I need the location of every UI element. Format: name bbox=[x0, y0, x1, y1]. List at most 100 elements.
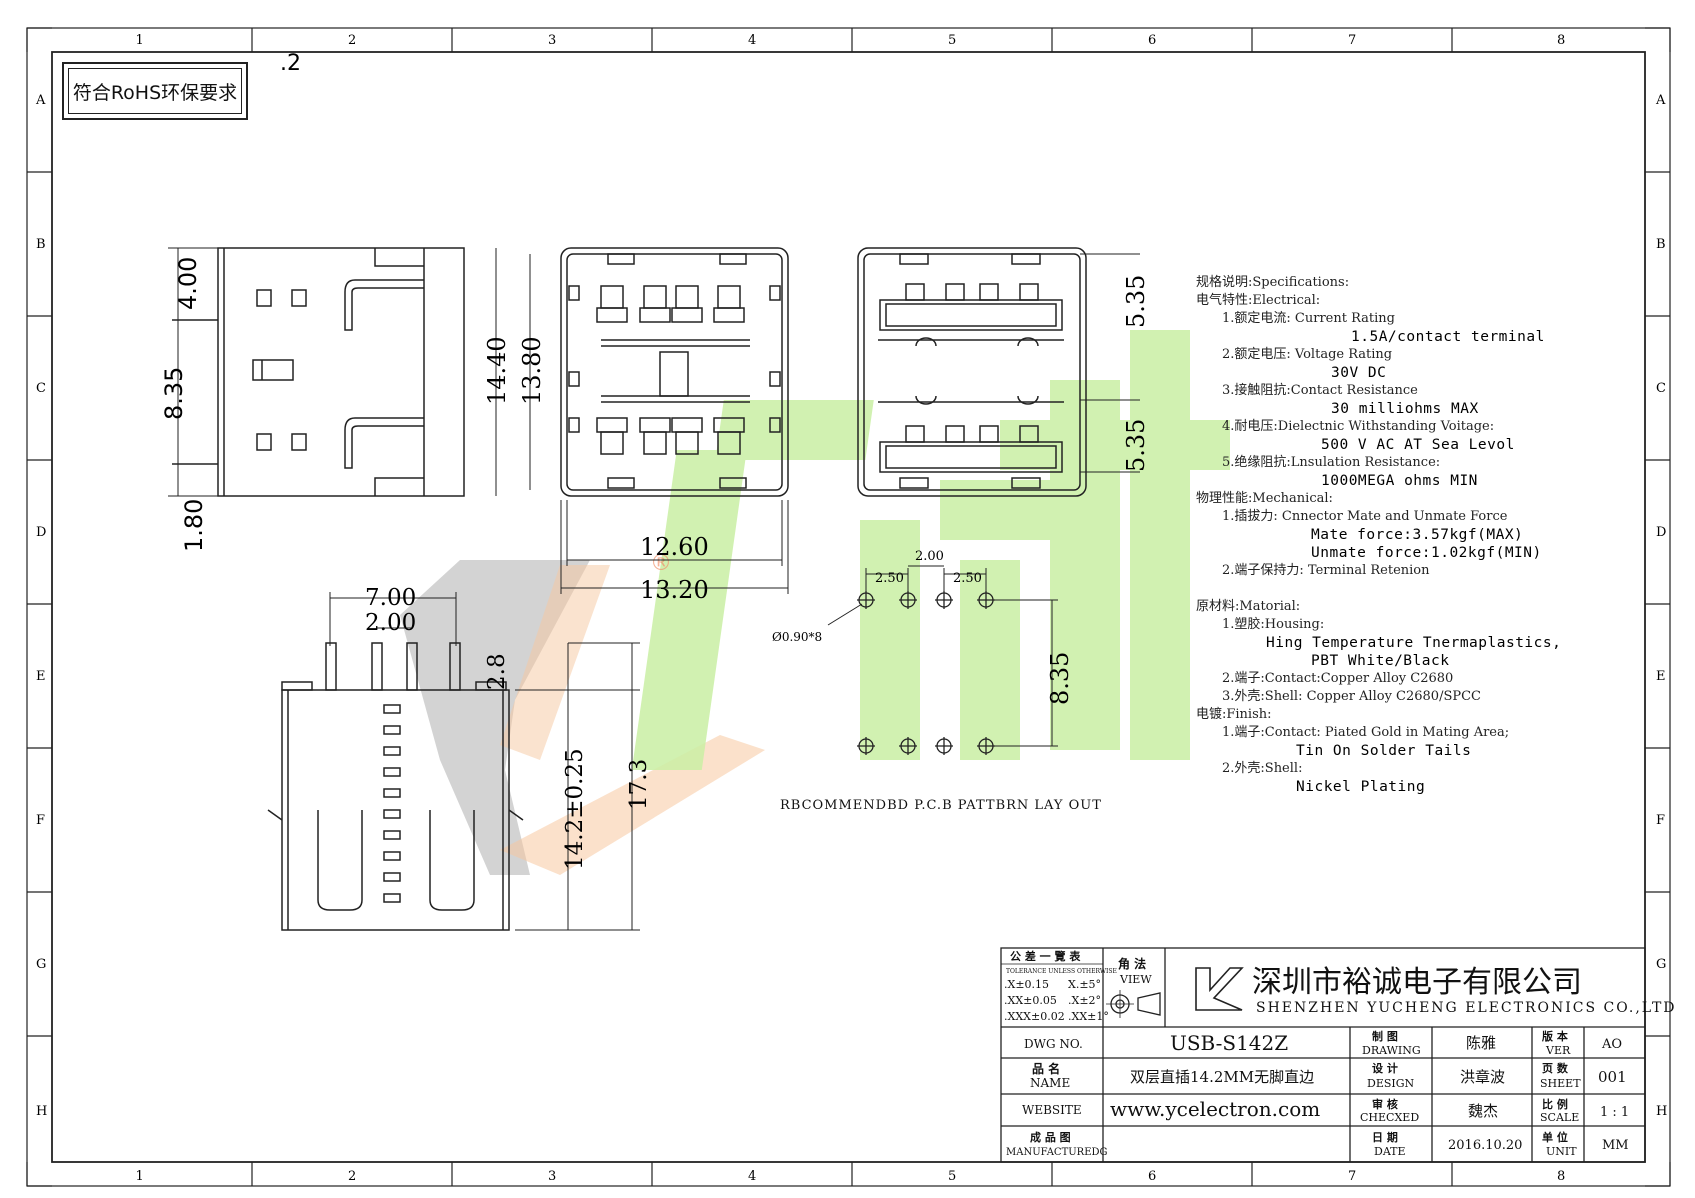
dim-front-h-outer: 14.40 bbox=[483, 336, 511, 405]
grid-col-label: 5 bbox=[948, 1169, 956, 1184]
grid-col-label: 6 bbox=[1148, 33, 1156, 48]
spec-line: 1.塑胶:Housing: bbox=[1222, 617, 1325, 632]
dim-bottom-pitch: 2.00 bbox=[365, 610, 416, 636]
grid-row-label: G bbox=[36, 957, 46, 972]
scale-en: SCALE bbox=[1540, 1111, 1579, 1124]
drawing-en: DRAWING bbox=[1362, 1044, 1421, 1057]
drawing-cn: 制 图 bbox=[1372, 1029, 1398, 1043]
dim-bottom-w: 7.00 bbox=[365, 585, 416, 611]
dim-bottom-body: 14.2±0.25 bbox=[562, 748, 588, 870]
rear-view bbox=[857, 247, 1140, 497]
date-cn: 日 期 bbox=[1372, 1130, 1398, 1144]
unit-value: MM bbox=[1602, 1138, 1629, 1153]
dim-pcb-c: 2.50 bbox=[953, 571, 982, 586]
spec-line: 原材料:Matorial: bbox=[1196, 599, 1301, 614]
grid-col-label: 8 bbox=[1557, 1169, 1565, 1184]
spec-line: 物理性能:Mechanical: bbox=[1196, 491, 1333, 506]
scale-cn: 比 例 bbox=[1542, 1097, 1568, 1111]
spec-line: 3.外壳:Shell: Copper Alloy C2680/SPCC bbox=[1222, 689, 1482, 704]
spec-line: 30V DC bbox=[1331, 365, 1387, 381]
grid-row-label: B bbox=[36, 237, 46, 252]
date-value: 2016.10.20 bbox=[1448, 1138, 1522, 1153]
tol-4: .X±2° bbox=[1068, 994, 1101, 1007]
spec-line bbox=[1196, 580, 1666, 598]
name-label-cn: 品 名 bbox=[1032, 1061, 1060, 1076]
tolerance-sub: TOLERANCE UNLESS OTHERWISE bbox=[1006, 968, 1117, 975]
pcb-caption: RBCOMMENDBD P.C.B PATTBRN LAY OUT bbox=[780, 798, 1102, 813]
spec-line: 30 milliohms MAX bbox=[1331, 401, 1479, 417]
dim-pcb-v: 8.35 bbox=[1046, 652, 1074, 705]
date-en: DATE bbox=[1374, 1145, 1406, 1158]
mfg-label-en: MANUFACTUREDG bbox=[1006, 1147, 1108, 1158]
tol-1: .X±0.15 bbox=[1004, 978, 1049, 991]
title-block bbox=[1000, 947, 1646, 1163]
spec-line: 2.外壳:Shell: bbox=[1222, 761, 1303, 776]
design-by: 洪章波 bbox=[1460, 1068, 1505, 1086]
dim-pcb-a: 2.50 bbox=[875, 571, 904, 586]
spec-line: 电气特性:Electrical: bbox=[1196, 293, 1321, 308]
grid-col-label: 6 bbox=[1148, 1169, 1156, 1184]
view-en: VIEW bbox=[1119, 973, 1152, 986]
dim-front-w-outer: 13.20 bbox=[640, 576, 709, 604]
company-en: SHENZHEN YUCHENG ELECTRONICS CO.,LTD bbox=[1256, 1000, 1677, 1016]
bottom-view bbox=[267, 642, 524, 931]
dim-side-top: 4.00 bbox=[174, 257, 202, 310]
tol-6: .XX±1° bbox=[1068, 1010, 1109, 1023]
grid-row-label: F bbox=[36, 813, 45, 828]
grid-row-label: B bbox=[1656, 237, 1666, 252]
grid-col-label: 7 bbox=[1348, 33, 1356, 48]
spec-line: Nickel Plating bbox=[1296, 779, 1426, 795]
spec-line: 1000MEGA ohms MIN bbox=[1321, 473, 1478, 489]
dwg-no-label: DWG NO. bbox=[1024, 1037, 1083, 1051]
product-name: 双层直插14.2MM无脚直边 bbox=[1130, 1068, 1314, 1086]
sheet-cn: 页 数 bbox=[1542, 1061, 1569, 1075]
grid-row-label: D bbox=[36, 525, 46, 540]
name-label-en: NAME bbox=[1030, 1076, 1070, 1090]
svg-text:®: ® bbox=[650, 551, 672, 576]
spec-line: 5.绝缘阻抗:Lnsulation Resistance: bbox=[1222, 455, 1441, 470]
website-label: WEBSITE bbox=[1022, 1103, 1082, 1117]
grid-row-label: G bbox=[1656, 957, 1666, 972]
dwg-no: USB-S142Z bbox=[1170, 1031, 1288, 1055]
dim-bottom-pin: 2.8 bbox=[484, 653, 510, 690]
pcb-layout: 2.50 2.00 2.50 Ø0.90*8 8.35 bbox=[772, 549, 1074, 755]
rohs-note-box: 符合RoHS环保要求 bbox=[62, 62, 248, 120]
view-cn: 角 法 bbox=[1118, 956, 1146, 971]
dim-side-pitch: 8.35 bbox=[160, 367, 188, 420]
grid-row-label: D bbox=[1656, 525, 1666, 540]
grid-row-label: E bbox=[1656, 669, 1666, 684]
pcb-hole-note: Ø0.90*8 bbox=[772, 630, 822, 644]
front-view-dims: 14.40 13.80 12.60 13.20 bbox=[483, 248, 789, 604]
spec-line: 2.端子保持力: Terminal Retenion bbox=[1222, 563, 1430, 578]
tol-3: .XX±0.05 bbox=[1004, 994, 1057, 1007]
unit-cn: 单 位 bbox=[1542, 1130, 1568, 1144]
grid-col-label: 2 bbox=[348, 33, 356, 48]
tol-2: X.±5° bbox=[1068, 978, 1101, 991]
grid-col-label: 8 bbox=[1557, 33, 1565, 48]
watermark-logo: ® bbox=[400, 330, 1230, 875]
sheet-grid bbox=[26, 27, 1671, 1187]
website: www.ycelectron.com bbox=[1110, 1097, 1320, 1121]
spec-line: 2.端子:Contact:Copper Alloy C2680 bbox=[1222, 671, 1454, 686]
drawing-by: 陈雅 bbox=[1466, 1034, 1496, 1052]
grid-col-label: 5 bbox=[948, 33, 956, 48]
spec-line: 1.额定电流: Current Rating bbox=[1222, 311, 1395, 326]
spec-line: Hing Temperature Tnermaplastics, bbox=[1266, 635, 1562, 651]
dim-pcb-b: 2.00 bbox=[915, 549, 944, 564]
grid-col-label: 3 bbox=[548, 33, 556, 48]
spec-line: 3.接触阻抗:Contact Resistance bbox=[1222, 383, 1418, 398]
grid-col-label: 7 bbox=[1348, 1169, 1356, 1184]
rear-view-dims: 5.35 5.35 bbox=[1122, 275, 1150, 472]
corner-mark: .2 bbox=[280, 51, 301, 76]
grid-row-label: H bbox=[1656, 1104, 1667, 1119]
spec-line: 1.5A/contact terminal bbox=[1351, 329, 1545, 345]
grid-row-label: C bbox=[1656, 381, 1666, 396]
grid-col-label: 1 bbox=[136, 33, 144, 48]
sheet-en: SHEET bbox=[1540, 1077, 1581, 1090]
spec-line: 1.端子:Contact: Piated Gold in Mating Area… bbox=[1222, 725, 1510, 740]
unit-en: UNIT bbox=[1546, 1145, 1577, 1158]
spec-line: Unmate force:1.02kgf(MIN) bbox=[1311, 545, 1542, 561]
company-cn: 深圳市裕诚电子有限公司 bbox=[1252, 965, 1582, 1000]
ver-en: VER bbox=[1545, 1044, 1571, 1057]
checked-en: CHECXED bbox=[1360, 1111, 1419, 1124]
